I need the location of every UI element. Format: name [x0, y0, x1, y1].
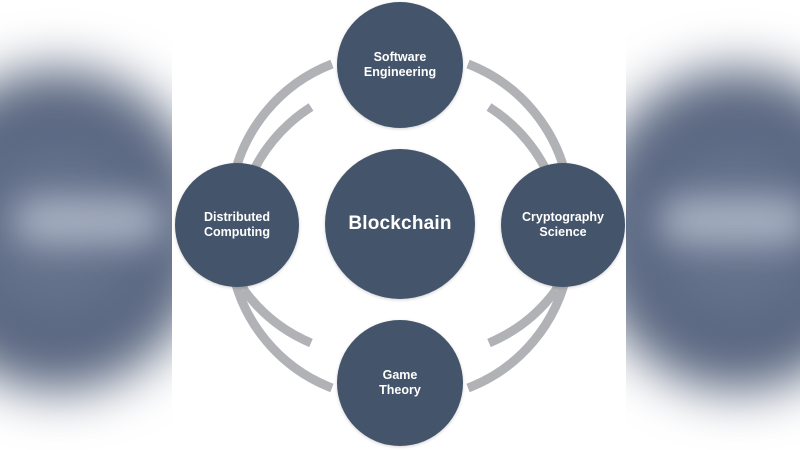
arc-left-bottom-sweep [227, 267, 334, 393]
center-label: Blockchain [348, 212, 452, 234]
arc-bottom-right-sweep [466, 267, 573, 393]
blurred-backdrop-left [0, 0, 172, 450]
arc-bottom-left [240, 287, 313, 348]
blurred-text-smear [660, 198, 800, 244]
arc-right-bottom [487, 287, 560, 348]
node-blockchain-center[interactable]: Blockchain [325, 149, 475, 299]
blurred-text-smear [14, 198, 164, 244]
blurred-backdrop-right [626, 0, 800, 450]
